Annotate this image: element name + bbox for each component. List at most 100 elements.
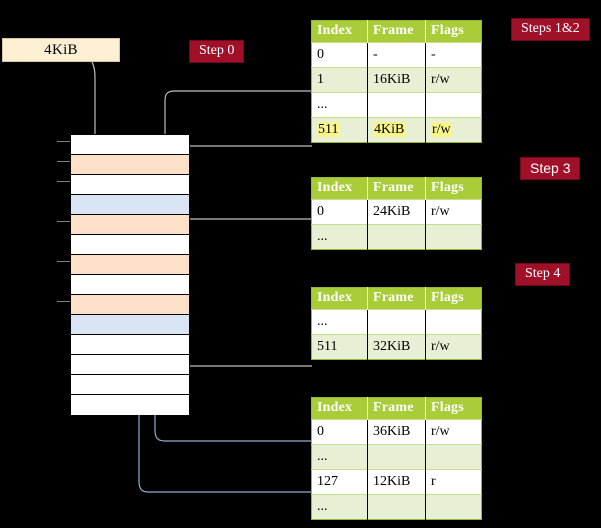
cell-value: 0 xyxy=(317,203,324,219)
cell-value: 32KiB xyxy=(373,338,411,354)
cell-value: r/w xyxy=(431,203,450,219)
table-row: 0 24KiB r/w xyxy=(311,199,482,225)
table-cell-flags xyxy=(425,494,482,520)
table-row: ... xyxy=(311,92,482,118)
cell-value: ... xyxy=(317,313,328,329)
table-cell-flags xyxy=(425,92,482,118)
column-header-index: Index xyxy=(311,20,368,43)
table-cell-index: ... xyxy=(311,444,368,470)
column-header-index: Index xyxy=(311,287,368,310)
memory-tick xyxy=(57,301,71,302)
table-row: 0 36KiB r/w xyxy=(311,419,482,445)
table-row: 127 12KiB r xyxy=(311,469,482,495)
cell-value: ... xyxy=(317,96,328,112)
table-cell-frame xyxy=(367,494,426,520)
cell-value: r/w xyxy=(431,71,450,87)
table-cell-frame xyxy=(367,444,426,470)
cell-value: 127 xyxy=(317,473,338,489)
table-cell-frame: 4KiB xyxy=(367,117,426,143)
cell-value: 0 xyxy=(317,423,324,439)
column-header-flags: Flags xyxy=(425,177,482,200)
table-cell-index: 0 xyxy=(311,42,368,68)
virtual-address-box: 4KiB xyxy=(2,38,120,62)
table-cell-flags: r/w xyxy=(425,419,482,445)
cell-value: 4KiB xyxy=(373,121,406,137)
table-cell-frame xyxy=(367,224,426,250)
memory-frame-row xyxy=(71,355,189,375)
wire-pdp-row0 xyxy=(179,218,312,266)
table-row: 1 16KiB r/w xyxy=(311,67,482,93)
table-cell-flags: r/w xyxy=(425,67,482,93)
table-cell-flags: r/w xyxy=(425,334,482,360)
table-cell-frame: 12KiB xyxy=(367,469,426,495)
memory-tick xyxy=(57,161,71,162)
table-cell-frame: 36KiB xyxy=(367,419,426,445)
table-row: ... xyxy=(311,494,482,520)
table-cell-flags xyxy=(425,309,482,335)
memory-frame-row xyxy=(71,275,189,295)
memory-frame-row xyxy=(71,135,189,155)
table-cell-flags: r xyxy=(425,469,482,495)
memory-tick xyxy=(57,261,71,262)
cell-value: 1 xyxy=(317,71,324,87)
table-cell-frame: 24KiB xyxy=(367,199,426,225)
memory-frame-row xyxy=(71,215,189,235)
memory-frame-row xyxy=(71,375,189,395)
cell-value: 12KiB xyxy=(373,473,411,489)
table-cell-index: 127 xyxy=(311,469,368,495)
memory-frame-row xyxy=(71,235,189,255)
memory-frame-row xyxy=(71,395,189,415)
column-header-flags: Flags xyxy=(425,20,482,43)
cell-value: 36KiB xyxy=(373,423,411,439)
table-cell-frame: - xyxy=(367,42,426,68)
cell-value: 511 xyxy=(317,338,338,354)
table-cell-index: ... xyxy=(311,494,368,520)
table-row: 0 - - xyxy=(311,42,482,68)
memory-frame-row xyxy=(71,255,189,275)
column-header-frame: Frame xyxy=(367,287,426,310)
table-row: ... xyxy=(311,444,482,470)
memory-frame-row xyxy=(71,315,189,335)
memory-tick xyxy=(57,181,71,182)
memory-frame-row xyxy=(71,175,189,195)
cell-value: 0 xyxy=(317,46,324,62)
cell-value: 24KiB xyxy=(373,203,411,219)
column-header-frame: Frame xyxy=(367,20,426,43)
memory-frame-row xyxy=(71,335,189,355)
cell-value: - xyxy=(373,46,378,62)
table-cell-index: 0 xyxy=(311,199,368,225)
virtual-address-label: 4KiB xyxy=(44,41,78,58)
cell-value: 511 xyxy=(317,121,340,137)
cell-value: 16KiB xyxy=(373,71,411,87)
memory-frame-row xyxy=(71,195,189,215)
column-header-frame: Frame xyxy=(367,397,426,420)
table-cell-index: 511 xyxy=(311,334,368,360)
cell-value: r/w xyxy=(431,121,452,137)
badge-step3: Step 3 xyxy=(521,158,580,180)
table-cell-index: 1 xyxy=(311,67,368,93)
column-header-index: Index xyxy=(311,397,368,420)
table-cell-index: 0 xyxy=(311,419,368,445)
table-cell-index: ... xyxy=(311,224,368,250)
memory-tick xyxy=(57,221,71,222)
table-cell-frame: 16KiB xyxy=(367,67,426,93)
cell-value: r xyxy=(431,473,436,489)
column-header-index: Index xyxy=(311,177,368,200)
cell-value: - xyxy=(431,46,436,62)
memory-frame-row xyxy=(71,155,189,175)
table-cell-frame: 32KiB xyxy=(367,334,426,360)
memory-frame-row xyxy=(71,295,189,315)
table-row: 511 4KiB r/w xyxy=(311,117,482,143)
table-cell-frame xyxy=(367,92,426,118)
table-cell-frame xyxy=(367,309,426,335)
wire-pml4-row511 xyxy=(169,145,312,227)
